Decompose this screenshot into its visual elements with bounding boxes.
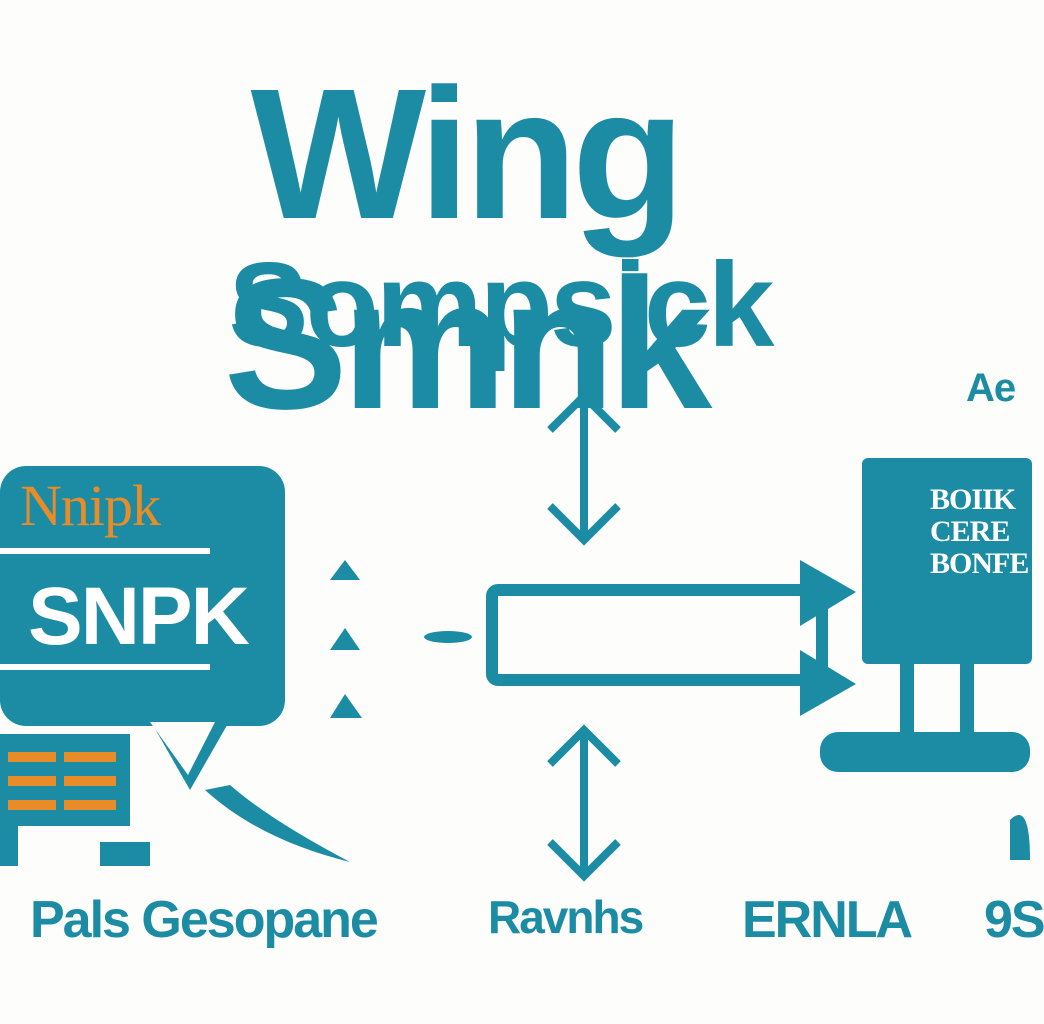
bubble-text-line2: SNPK — [28, 571, 250, 662]
monitor-screen-text: BOIIK CERE BONFE — [930, 484, 1030, 580]
footer-label-left: Pals Gesopane — [30, 891, 379, 949]
swoosh-line — [205, 785, 350, 862]
double-arrow-bottom — [547, 724, 621, 882]
corner-label: Ae — [966, 366, 1016, 410]
bubble-divider-bottom — [0, 664, 210, 670]
flow-box — [486, 560, 856, 716]
screen-line: BOIIK — [930, 483, 1016, 516]
footer-label-edge: 9S — [984, 891, 1044, 949]
page-subtitle: Sompsick — [228, 238, 775, 372]
monitor — [820, 458, 1032, 860]
screen-line: BONFE — [930, 547, 1029, 580]
screen-line: CERE — [930, 515, 1010, 548]
page-title: Wing Smnk — [223, 51, 713, 448]
triangle-markers — [330, 560, 362, 718]
dash-mark — [424, 631, 472, 643]
server-box — [0, 734, 150, 866]
footer-label-middle: Ravnhs — [488, 891, 644, 943]
footer-label-right: ERNLA — [742, 891, 913, 949]
double-arrow-top — [547, 390, 621, 546]
bubble-divider-top — [0, 548, 210, 554]
speech-bubble — [0, 466, 285, 790]
bubble-text-line1: Nnipk — [20, 473, 161, 538]
